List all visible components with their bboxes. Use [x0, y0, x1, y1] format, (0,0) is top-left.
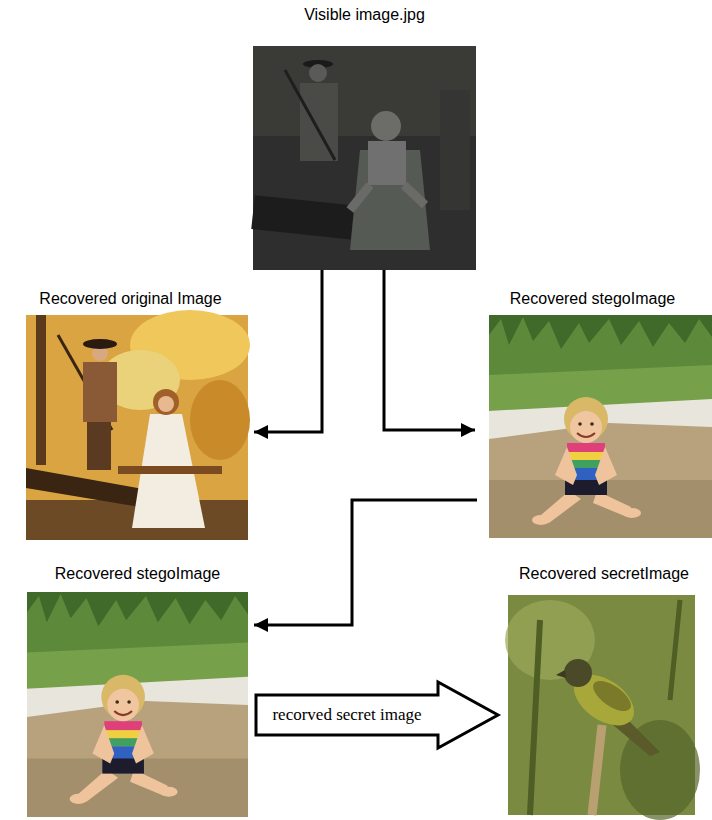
man-legs [87, 420, 111, 470]
ghost-man [300, 83, 338, 161]
image-panel: Recovered stegoImage [23, 565, 252, 817]
bird-beak [556, 670, 566, 678]
ghost-rifle [285, 70, 335, 160]
dulcimer [118, 466, 222, 474]
man-hat [83, 339, 117, 349]
stego-photo [27, 592, 248, 817]
grass-blade [670, 600, 680, 700]
ghost-kid-head [371, 111, 401, 141]
visible-photo [251, 46, 476, 270]
ghost-kid-body [368, 141, 406, 185]
bird-head [564, 659, 592, 687]
image-caption: Visible image.jpg [249, 6, 480, 24]
foliage [190, 380, 250, 460]
ghost-head [309, 64, 327, 82]
perch-stem [592, 725, 602, 815]
woman-hair [153, 389, 179, 415]
connector-arrow [254, 500, 477, 625]
connector-arrow [254, 270, 322, 432]
image-caption: Recovered stegoImage [477, 290, 708, 308]
bird-wing [588, 675, 636, 717]
connector-arrow [384, 270, 475, 430]
noise-patch [440, 90, 470, 210]
image-panel: Recovered original Image [9, 290, 252, 540]
arrow-label: recorved secret image [270, 705, 423, 725]
image-panel: Visible image.jpg [249, 6, 480, 270]
ghost-kid-legs [350, 185, 425, 210]
secret-photo [505, 595, 700, 820]
woman-face [158, 396, 174, 412]
grass-blade [530, 620, 540, 815]
original-photo [26, 310, 250, 540]
image-panel: Recovered secretImage [500, 565, 708, 815]
block-arrow [256, 682, 498, 748]
image-caption: Recovered secretImage [500, 565, 708, 583]
stego-photo [489, 315, 712, 538]
image-panel: Recovered stegoImage [477, 290, 708, 538]
image-caption: Recovered stegoImage [23, 565, 252, 583]
man-body [83, 362, 117, 422]
photo-ground [253, 46, 476, 270]
image-caption: Recovered original Image [9, 290, 252, 308]
tree-trunk [36, 315, 46, 465]
ghost-log [251, 195, 354, 239]
